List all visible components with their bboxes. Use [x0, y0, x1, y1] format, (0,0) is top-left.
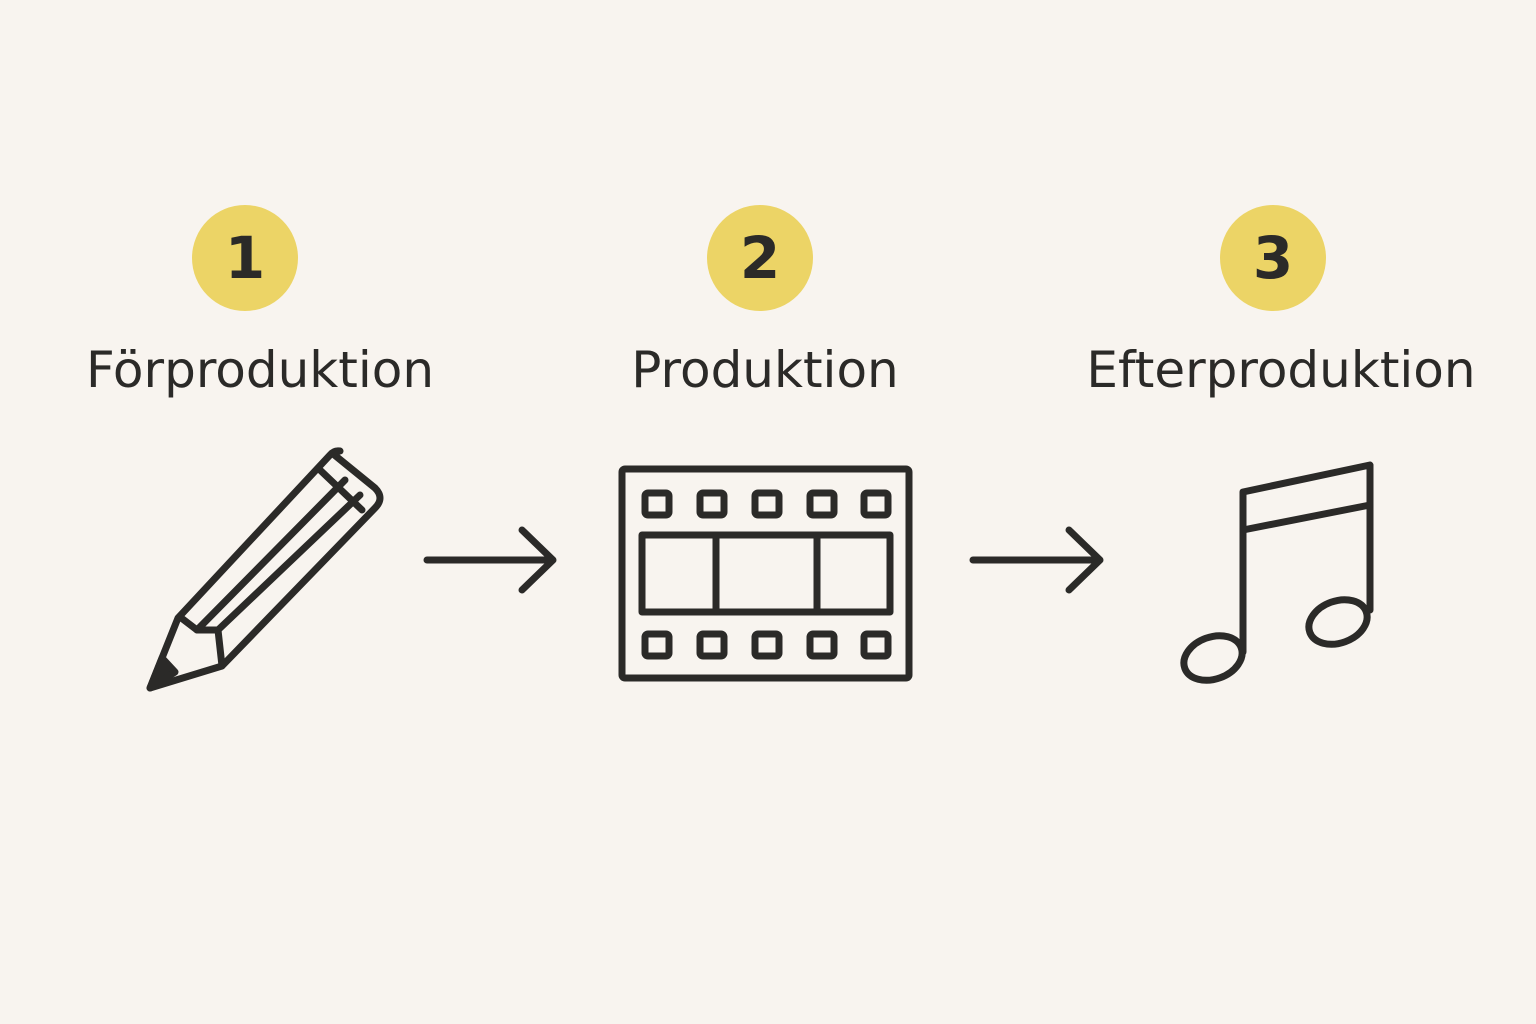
pencil-icon	[146, 447, 384, 692]
step-1-label: Förproduktion	[85, 341, 435, 399]
step-2-number-badge: 2	[707, 205, 813, 311]
step-2-number: 2	[739, 224, 781, 292]
step-1-number: 1	[224, 224, 266, 292]
step-1-number-badge: 1	[192, 205, 298, 311]
step-3-number-badge: 3	[1220, 205, 1326, 311]
step-3-number: 3	[1252, 224, 1294, 292]
arrow-icon-2	[969, 526, 1104, 594]
step-2-label: Produktion	[631, 341, 899, 399]
arrow-icon-1	[423, 526, 557, 594]
music-note-icon	[1180, 461, 1374, 684]
film-strip-icon	[618, 465, 913, 682]
step-3-label: Efterproduktion	[1086, 341, 1476, 399]
